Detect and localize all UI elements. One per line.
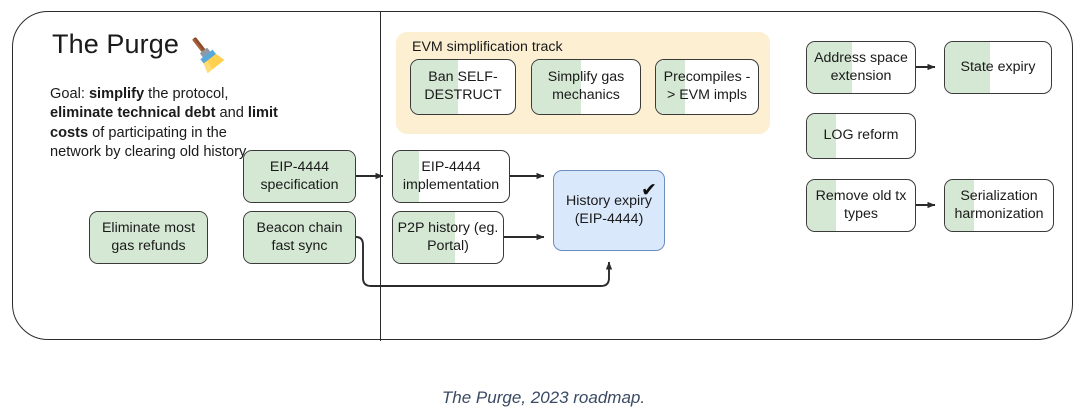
page-title: The Purge [52, 29, 179, 59]
node-simplify-gas-mechanics[interactable]: Simplify gas mechanics [531, 59, 641, 115]
progress-fill [807, 114, 837, 158]
paintbrush-icon [183, 33, 227, 74]
node-label: LOG reform [823, 127, 899, 144]
progress-fill [393, 151, 419, 202]
node-ban-self-destruct[interactable]: Ban SELF-DESTRUCT [410, 59, 516, 115]
goal-text-run: and [215, 105, 248, 122]
node-eip4444-specification[interactable]: EIP-4444 specification [243, 150, 356, 203]
node-eliminate-gas-refunds[interactable]: Eliminate most gas refunds [89, 211, 208, 264]
goal-text-run: the protocol, [144, 86, 229, 102]
node-label: P2P history (eg. Portal) [397, 219, 499, 254]
node-label: EIP-4444 implementation [402, 158, 500, 193]
column-divider [380, 11, 381, 341]
node-label: Ban SELF-DESTRUCT [424, 69, 502, 103]
node-label: Simplify gas mechanics [547, 69, 625, 103]
node-label: Serialization harmonization [954, 187, 1044, 222]
goal-emphasis-debt: eliminate technical debt [50, 105, 216, 122]
node-label: Eliminate most gas refunds [101, 219, 196, 254]
node-label: State expiry [960, 58, 1036, 75]
node-beacon-chain-fast-sync[interactable]: Beacon chain fast sync [243, 211, 356, 264]
progress-fill [244, 212, 355, 263]
node-eip4444-implementation[interactable]: EIP-4444 implementation [392, 150, 510, 203]
goal-text-run: of participating in the network by clear… [50, 124, 247, 161]
progress-fill [244, 151, 355, 202]
goal-text-run: Goal: [50, 86, 89, 102]
node-label: Precompiles -> EVM impls [663, 69, 751, 103]
node-address-space-extension[interactable]: Address space extension [806, 41, 916, 94]
node-label: Beacon chain fast sync [256, 219, 343, 254]
progress-fill [945, 180, 975, 231]
completed-check-icon: ✔ [641, 180, 657, 201]
node-label: Address space extension [814, 49, 908, 84]
figure-caption: The Purge, 2023 roadmap. [441, 388, 646, 407]
node-precompiles-evm-impls[interactable]: Precompiles -> EVM impls [655, 59, 759, 115]
node-label: EIP-4444 specification [260, 158, 339, 193]
evm-track-label: EVM simplification track [412, 39, 563, 55]
progress-fill [945, 42, 990, 93]
goal-emphasis-simplify: simplify [88, 86, 145, 102]
node-state-expiry[interactable]: State expiry [944, 41, 1052, 94]
node-serialization-harmonization[interactable]: Serialization harmonization [944, 179, 1054, 232]
goal-emphasis-costs: limit costs [50, 105, 278, 141]
progress-fill [807, 180, 837, 231]
progress-fill [807, 42, 853, 93]
node-label: History expiry (EIP-4444) [566, 192, 652, 227]
progress-fill [90, 212, 207, 263]
progress-fill [411, 60, 458, 114]
progress-fill [532, 60, 581, 114]
node-label: Remove old tx types [815, 187, 907, 222]
node-p2p-history[interactable]: P2P history (eg. Portal) [392, 211, 504, 264]
node-remove-old-tx-types[interactable]: Remove old tx types [806, 179, 916, 232]
goal-paragraph: Goal: simplify the protocol, eliminate t… [50, 85, 280, 163]
progress-fill [656, 60, 685, 114]
node-log-reform[interactable]: LOG reform [806, 113, 916, 159]
